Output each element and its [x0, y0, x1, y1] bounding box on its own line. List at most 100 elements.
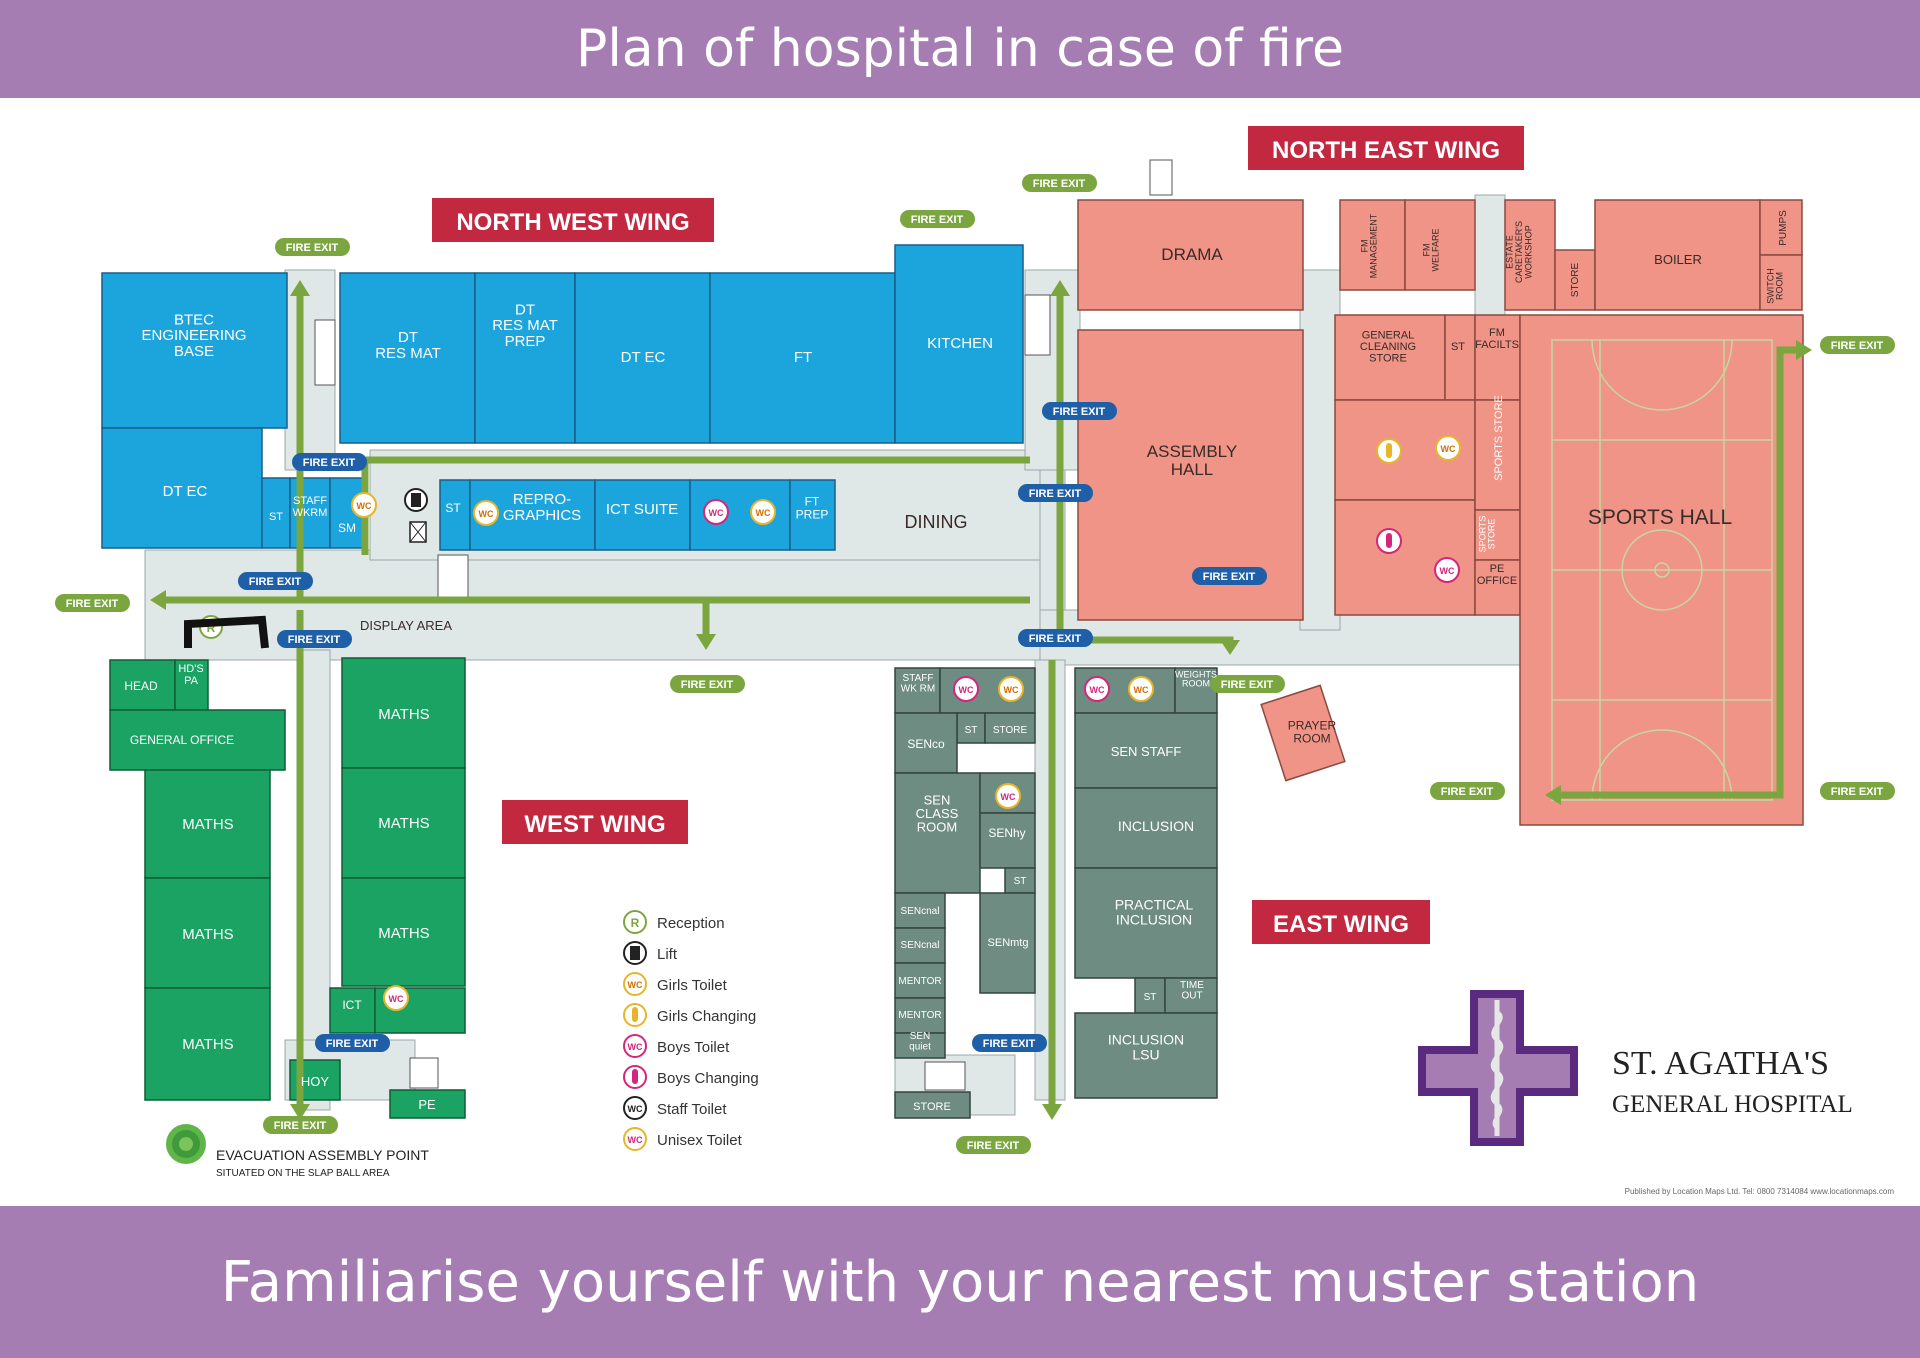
fire-exit-green[interactable]: FIRE EXIT: [1820, 782, 1895, 800]
room-boys-changing: [1334, 499, 1476, 616]
svg-text:WC: WC: [1440, 566, 1455, 576]
svg-text:WC: WC: [628, 1135, 643, 1145]
fire-exit-markers[interactable]: FIRE EXIT FIRE EXIT FIRE EXIT FIRE EXIT …: [55, 174, 1895, 1154]
label-sencnal-1: SENcnal: [901, 906, 940, 917]
assembly-point-icon: [166, 1124, 206, 1164]
fire-exit-blue[interactable]: FIRE EXIT: [292, 453, 367, 471]
fire-exit-green[interactable]: FIRE EXIT: [55, 594, 130, 612]
fire-exit-blue[interactable]: FIRE EXIT: [1042, 402, 1117, 420]
svg-text:WC: WC: [756, 508, 771, 518]
room-maths-5: [341, 877, 466, 987]
staircases: [314, 159, 1173, 1091]
fire-exit-green[interactable]: FIRE EXIT: [275, 238, 350, 256]
room-mentor-1: [894, 962, 946, 999]
wing-label-east: EAST WING: [1252, 900, 1430, 944]
svg-text:WC: WC: [1134, 685, 1149, 695]
label-fm-management: FMMANAGEMENT: [1359, 213, 1378, 278]
fire-exit-blue[interactable]: FIRE EXIT: [1018, 629, 1093, 647]
room-wc-w: [374, 987, 466, 1034]
fire-exit-green[interactable]: FIRE EXIT: [1820, 336, 1895, 354]
muster-station-notice: Familiarise yourself with your nearest m…: [0, 1206, 1920, 1358]
room-st-nw: [261, 477, 291, 549]
room-dt-res-mat-prep: [474, 272, 576, 444]
fire-evacuation-floor-plan: FIRE EXIT FIRE EXIT FIRE EXIT FIRE EXIT …: [55, 126, 1895, 1196]
svg-text:FIRE EXIT: FIRE EXIT: [1221, 679, 1274, 691]
svg-text:WC: WC: [628, 1042, 643, 1052]
room-maths-4: [144, 877, 271, 989]
svg-text:WC: WC: [628, 1104, 643, 1114]
label-dining: DINING: [905, 512, 968, 532]
label-maths-4: MATHS: [182, 926, 233, 943]
label-dt-ec-top: DT EC: [621, 349, 666, 366]
fire-exit-blue[interactable]: FIRE EXIT: [238, 572, 313, 590]
svg-text:WC: WC: [1004, 685, 1019, 695]
fire-exit-green[interactable]: FIRE EXIT: [263, 1116, 338, 1134]
room-general-cleaning: [1334, 314, 1446, 401]
svg-text:FIRE EXIT: FIRE EXIT: [326, 1038, 379, 1050]
label-senmtg: SENmtg: [988, 937, 1029, 949]
room-sen-quiet: [894, 1032, 946, 1059]
fire-exit-green[interactable]: FIRE EXIT: [956, 1136, 1031, 1154]
fire-exit-blue[interactable]: FIRE EXIT: [972, 1034, 1047, 1052]
svg-text:FIRE EXIT: FIRE EXIT: [303, 457, 356, 469]
svg-text:FIRE EXIT: FIRE EXIT: [1033, 178, 1086, 190]
svg-text:WC: WC: [628, 980, 643, 990]
girls-changing-icon: [1376, 438, 1402, 464]
evacuation-assembly-point[interactable]: EVACUATION ASSEMBLY POINT SITUATED ON TH…: [166, 1124, 429, 1179]
label-fm-welfare: FMWELFARE: [1421, 228, 1440, 271]
label-sen-staff: SEN STAFF: [1111, 744, 1182, 759]
label-estate-caretaker: ESTATECARETAKER'SWORKSHOP: [1505, 221, 1534, 283]
fire-exit-blue[interactable]: FIRE EXIT: [1192, 567, 1267, 585]
room-inclusion: [1074, 787, 1218, 869]
svg-text:FIRE EXIT: FIRE EXIT: [1029, 488, 1082, 500]
fire-exit-blue[interactable]: FIRE EXIT: [315, 1034, 390, 1052]
room-btec-engineering-base: [101, 272, 288, 429]
room-senhy: [979, 812, 1036, 869]
fire-exit-green[interactable]: FIRE EXIT: [1430, 782, 1505, 800]
label-senco: SENco: [907, 737, 945, 751]
fire-exit-green[interactable]: FIRE EXIT: [1022, 174, 1097, 192]
svg-text:R: R: [631, 916, 640, 930]
label-mentor-1: MENTOR: [898, 976, 941, 987]
logo-line-1: ST. AGATHA'S: [1612, 1045, 1829, 1082]
room-senco: [894, 712, 958, 774]
fire-exit-green[interactable]: FIRE EXIT: [900, 210, 975, 228]
label-sports-store: SPORTS STORE: [1493, 395, 1505, 481]
assembly-point-title: EVACUATION ASSEMBLY POINT: [216, 1147, 429, 1163]
svg-text:FIRE EXIT: FIRE EXIT: [249, 576, 302, 588]
fire-exit-green[interactable]: FIRE EXIT: [1210, 675, 1285, 693]
svg-text:FIRE EXIT: FIRE EXIT: [1831, 786, 1884, 798]
fire-exit-green[interactable]: FIRE EXIT: [670, 675, 745, 693]
room-sports-store: [1474, 399, 1521, 511]
fire-exit-blue[interactable]: FIRE EXIT: [277, 630, 352, 648]
girls-toilet-icon: WC: [1435, 435, 1461, 461]
room-maths-3: [341, 767, 466, 879]
label-boiler: BOILER: [1654, 252, 1702, 267]
facility-icons: WC WC WC WC WC WC WC WC WC WC WC WC R: [199, 435, 1461, 1011]
room-mentor-2: [894, 997, 946, 1034]
escape-routes: [160, 290, 1800, 1110]
svg-text:EAST WING: EAST WING: [1273, 911, 1409, 938]
room-time-out: [1164, 977, 1218, 1014]
room-fm-welfare: [1404, 199, 1476, 291]
svg-text:FIRE EXIT: FIRE EXIT: [911, 214, 964, 226]
legend-lift: Lift: [623, 941, 678, 965]
fire-exit-blue[interactable]: FIRE EXIT: [1018, 484, 1093, 502]
publisher-credit: Published by Location Maps Ltd. Tel: 080…: [1625, 1187, 1895, 1196]
room-maths-1: [341, 657, 466, 769]
hospital-logo: ST. AGATHA'S GENERAL HOSPITAL: [1418, 990, 1853, 1146]
svg-text:FIRE EXIT: FIRE EXIT: [681, 679, 734, 691]
